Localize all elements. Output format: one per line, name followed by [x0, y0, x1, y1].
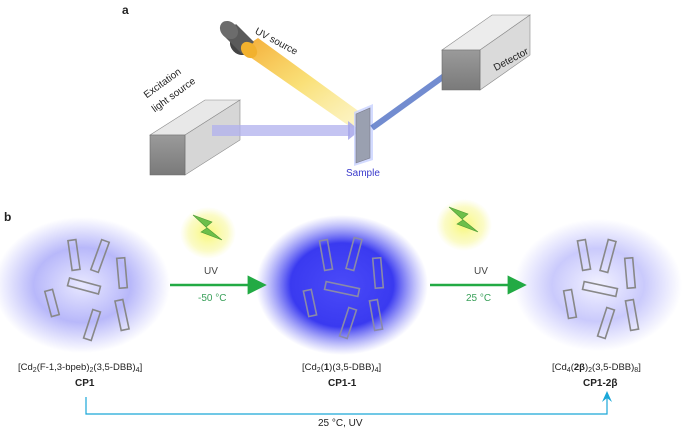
uv-lightning-icon [436, 199, 492, 251]
panel-a-label: a [122, 3, 129, 17]
step1-temperature-label: -50 °C [198, 293, 227, 304]
cp1-1-formula: [Cd2(1)(3,5-DBB)4] [302, 362, 382, 374]
panel-b-label: b [4, 210, 12, 224]
direct-path-label: 25 °C, UV [318, 418, 363, 429]
detector-box [441, 14, 531, 91]
sample-plate [354, 104, 373, 166]
sample-label: Sample [346, 168, 380, 179]
cp1-1-crystals [302, 236, 385, 340]
excitation-light-source-box [148, 99, 242, 176]
step2-temperature-label: 25 °C [466, 293, 492, 304]
cp1-2b-crystals [562, 238, 640, 340]
uv-lightning-icon [180, 207, 236, 259]
cp1-formula: [Cd2(F-1,3-bpeb)2(3,5-DBB)4] [18, 362, 143, 374]
cp1-2b-formula: [Cd4(2β)2(3,5-DBB)8] [552, 362, 641, 374]
cp1-crystals [43, 238, 130, 342]
uv-beam [240, 38, 368, 128]
uv-source-icon [219, 20, 258, 59]
cp1-1-name: CP1-1 [328, 378, 357, 389]
step1-light-label: UV [204, 266, 218, 277]
cp1-name: CP1 [75, 378, 95, 389]
step2-light-label: UV [474, 266, 488, 277]
direct-path-arrow [85, 391, 612, 415]
cp1-2b-name: CP1-2β [583, 378, 618, 389]
